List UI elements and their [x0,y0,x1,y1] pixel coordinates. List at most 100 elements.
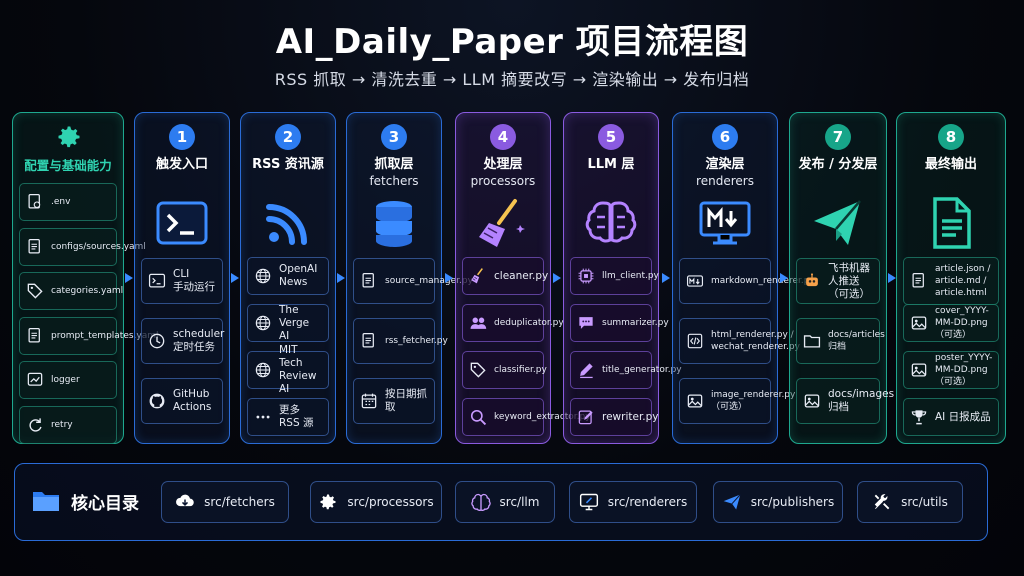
base-config-item[interactable]: categories.yaml [19,272,123,310]
step-item-line1: markdown_renderer.py [711,276,815,286]
terminal-icon [148,273,166,288]
step-item[interactable]: markdown_renderer.py [679,258,815,304]
step-item-line1: 飞书机器人推送 [828,261,870,287]
step-title: LLM 层 [587,157,635,172]
step-number-badge: 8 [938,124,964,150]
globe-icon [255,268,271,284]
step-item[interactable]: image_renderer.py（可选） [679,378,795,424]
step-title: 抓取层 [374,157,414,172]
chat-icon [579,317,593,329]
step-item[interactable]: classifier.py [462,351,547,389]
step-item[interactable]: deduplicator.py [462,304,564,342]
flow-arrow [779,273,788,283]
step-item[interactable]: article.json /article.md /article.html [903,257,999,305]
step-item[interactable]: rewriter.py [570,398,659,436]
core-directory-title: 核心目录 [71,493,139,514]
step-item[interactable]: The Verge AI [247,304,329,342]
markdown-icon [686,275,704,287]
step-item[interactable]: OpenAI News [247,257,329,295]
document-icon [933,197,971,249]
core-directory-chip[interactable]: src/publishers [713,481,843,523]
brain-icon [585,201,637,243]
gear-icon [58,126,80,148]
step-item[interactable]: html_renderer.py /wechat_renderer.py [679,318,800,364]
brain-icon [470,493,491,512]
step-title: 处理层 [483,157,523,172]
send-icon [723,494,741,510]
step-item[interactable]: 按日期抓取 [353,378,435,424]
search-icon [470,409,487,426]
tag-icon [470,362,486,378]
step-item-line1: title_generator.py [602,365,682,375]
step-item-line1: keyword_extractor.py [494,412,591,422]
gear-icon [320,494,336,510]
step-item-line1: deduplicator.py [494,318,564,328]
step-item[interactable]: cleaner.py [462,257,548,295]
base-config-item[interactable]: .env [19,183,117,221]
step-item-line2: article.md / [935,276,987,286]
step-item[interactable]: keyword_extractor.py [462,398,591,436]
core-directory-chip[interactable]: src/llm [455,481,555,523]
step-item[interactable]: AI 日报成品 [903,398,999,436]
base-config-item[interactable]: configs/sources.yaml [19,227,146,266]
base-config-item[interactable]: prompt_templates.yaml [19,316,159,355]
base-config-title: 配置与基础能力 [24,158,112,173]
step-title: 最终输出 [924,157,977,172]
step-item-line1: scheduler [173,328,225,340]
file-icon [362,272,374,288]
step-item[interactable]: 飞书机器人推送（可选） [796,258,880,304]
chip-icon [578,268,594,284]
more-icon [256,415,270,419]
tag-icon [27,283,43,299]
base-config-panel: 配置与基础能力 .env configs/sources.yaml categori… [12,112,159,444]
step-item[interactable]: title_generator.py [570,351,682,389]
core-directory-chip[interactable]: src/processors [310,481,442,523]
step-item-line2: （可选） [935,330,972,340]
monitor-icon [579,493,598,511]
step-item[interactable]: cover_YYYY-MM-DD.png （可选） [903,304,999,342]
step-item-line1: rss_fetcher.py [385,336,448,346]
core-directory-chip[interactable]: src/fetchers [161,481,289,523]
base-config-item[interactable]: retry [19,405,117,444]
page-title: AI_Daily_Paper 项目流程图 [275,22,749,62]
flow-arrow [444,273,453,283]
step-item-line2: 手动运行 [173,281,215,293]
step-item-line1: 按日期抓取 [385,388,427,413]
core-directory-label: src/publishers [750,495,835,509]
step-item[interactable]: source_manager.py [353,258,473,304]
step-item[interactable]: 更多 RSS 源 [247,398,329,436]
core-directory-chip[interactable]: src/utils [857,481,963,523]
step-item-line1: article.json / [935,264,991,274]
broom-icon [471,268,483,284]
step-item[interactable]: llm_client.py [570,257,659,295]
step-item-line1: cover_YYYY-MM-DD.png [935,306,989,328]
pen-icon [580,363,593,379]
step-item[interactable]: poster_YYYY-MM-DD.png（可选） [903,351,999,389]
github-icon [149,393,165,409]
step-item-line1: GitHub [173,388,210,400]
flow-arrow [661,273,670,283]
base-config-item-label: retry [51,419,73,430]
tools-icon [874,494,890,510]
step-item-line1: docs/articles [828,330,885,340]
send-icon [814,200,861,245]
step-item[interactable]: rss_fetcher.py [353,318,448,364]
core-directory-label: src/utils [901,495,948,509]
step-item-line1: docs/images [828,388,895,400]
step-item-line1: summarizer.py [602,318,669,328]
image-icon [911,363,927,377]
step-item[interactable]: summarizer.py [570,304,669,342]
step-item-line1: CLI [173,268,190,280]
core-directory-chip[interactable]: src/renderers [569,481,697,523]
terminal-icon [156,201,208,245]
base-config-item[interactable]: logger [19,361,117,399]
